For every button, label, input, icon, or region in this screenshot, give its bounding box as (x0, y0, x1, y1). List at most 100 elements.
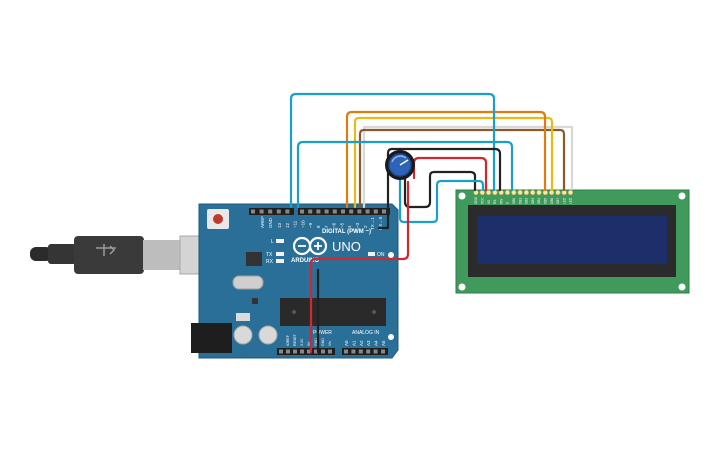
on-led (368, 252, 375, 256)
digital-pin-label: 13 (277, 222, 282, 228)
header-pin[interactable] (373, 209, 378, 214)
chip-dot (372, 310, 376, 314)
header-pin[interactable] (307, 349, 311, 354)
chip-dot (292, 310, 296, 314)
lcd-pin-label: V0 (487, 200, 491, 204)
digital-pin-dots (251, 209, 386, 214)
header-pin[interactable] (251, 209, 255, 214)
usb-chip (246, 252, 262, 266)
header-pin[interactable] (276, 209, 281, 214)
header-pin[interactable] (285, 209, 290, 214)
lcd-pin-label: LED (562, 197, 566, 204)
header-pin[interactable] (382, 209, 386, 214)
power-label: POWER (313, 330, 332, 336)
usb-icon (96, 244, 116, 256)
header-pin[interactable] (259, 209, 264, 214)
rx-led (276, 259, 284, 263)
digital-pin-label: ~11 (293, 220, 298, 228)
power-header (277, 348, 335, 355)
header-pin[interactable] (300, 349, 304, 354)
power-pin-label: GND (314, 338, 318, 346)
wire-black-pot[interactable] (377, 147, 502, 230)
header-pin[interactable] (314, 349, 318, 354)
lcd-pin[interactable] (536, 189, 542, 196)
capacitor (258, 325, 278, 345)
analog-label: ANALOG IN (352, 330, 380, 336)
usb-cable[interactable] (30, 235, 205, 275)
header-pin[interactable] (293, 349, 297, 354)
wire-red-5v[interactable] (309, 180, 410, 354)
lcd-pin[interactable] (492, 189, 498, 196)
wire-white[interactable] (362, 125, 574, 209)
rx-led-label: RX (266, 259, 274, 265)
wire-orange[interactable] (345, 110, 547, 209)
lcd-pin[interactable] (517, 189, 523, 196)
header-pin[interactable] (324, 209, 329, 214)
digital-pin-label: ~6 (332, 222, 337, 228)
lcd-pin[interactable] (567, 189, 574, 196)
header-pin[interactable] (321, 349, 325, 354)
potentiometer[interactable] (385, 150, 415, 180)
header-pin[interactable] (357, 209, 362, 214)
analog-pin-label: A1 (351, 340, 356, 346)
header-pin[interactable] (316, 209, 321, 214)
wire-blue-contrast[interactable] (398, 178, 485, 224)
lcd-pin[interactable] (504, 189, 511, 196)
lcd-pin[interactable] (498, 189, 504, 196)
header-pin[interactable] (341, 209, 345, 214)
lcd-pin-label: DB7 (556, 198, 560, 204)
lcd-pin-label: LED (569, 197, 573, 204)
header-pin[interactable] (349, 209, 354, 214)
header-pin[interactable] (308, 209, 313, 214)
header-pin[interactable] (358, 349, 363, 354)
digital-pin-label: ~5 (339, 222, 344, 228)
header-pin[interactable] (328, 349, 332, 354)
power-pin-label: RESET (293, 333, 297, 346)
lcd-pin-label: DB6 (550, 198, 554, 204)
lcd-pin-label: VCC (481, 197, 485, 204)
lcd-pin[interactable] (523, 189, 530, 196)
header-pin[interactable] (286, 349, 290, 354)
atmega-chip (280, 298, 386, 326)
header-pin[interactable] (365, 209, 370, 214)
header-pin[interactable] (366, 349, 371, 354)
lcd-pin[interactable] (530, 189, 536, 196)
lcd-pin[interactable] (511, 189, 517, 196)
crystal (232, 275, 264, 290)
lcd-pin-label: RW (499, 199, 503, 204)
reset-button-cap[interactable] (213, 214, 223, 224)
lcd-pin[interactable] (486, 189, 492, 196)
lcd-pin[interactable] (555, 189, 561, 196)
usb-cable-end (30, 247, 52, 261)
header-pin[interactable] (279, 349, 283, 354)
wire-yellow[interactable] (353, 116, 554, 209)
lcd-pin[interactable] (479, 189, 485, 196)
analog-pin-label: A2 (359, 340, 364, 346)
header-pin[interactable] (344, 349, 348, 354)
lcd-pin-label: E (506, 202, 510, 204)
arduino-logo-icon (292, 236, 328, 256)
header-pin[interactable] (268, 209, 273, 214)
header-pin[interactable] (381, 349, 385, 354)
usb-strain-relief (48, 244, 76, 264)
lcd-pin-label: RS (493, 200, 497, 204)
digital-pin-label: 12 (285, 222, 290, 228)
wire-brown[interactable] (358, 128, 566, 209)
header-pin[interactable] (351, 349, 356, 354)
wire-blue-top[interactable] (289, 92, 496, 209)
wire-blue-mid[interactable] (296, 140, 514, 209)
header-pin[interactable] (373, 349, 378, 354)
gnd-label: GND (268, 217, 273, 228)
power-pin-label: IOREF (286, 334, 290, 346)
digital-label: DIGITAL (PWM ~) (322, 229, 371, 235)
header-pin[interactable] (332, 209, 337, 214)
lcd-pin-label: DB4 (537, 198, 541, 204)
dc-power-jack[interactable] (191, 323, 232, 353)
aref-label: AREF (260, 216, 265, 228)
header-pin[interactable] (300, 209, 304, 214)
